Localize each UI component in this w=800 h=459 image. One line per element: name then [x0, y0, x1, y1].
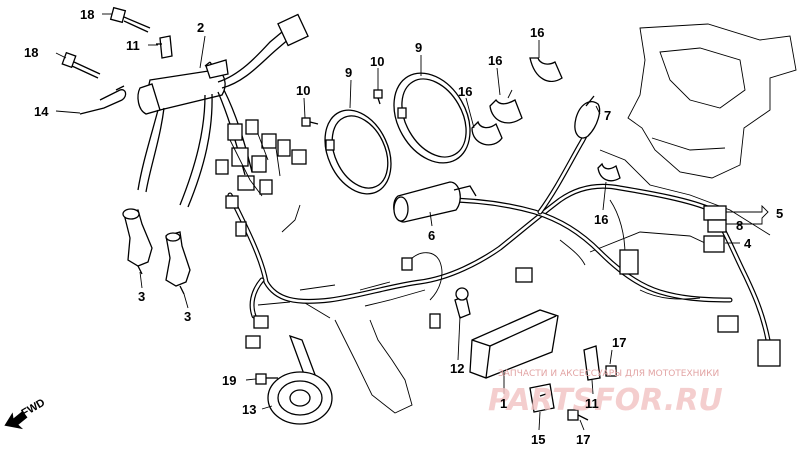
clip-16-lower — [471, 120, 503, 146]
bolt-18-left — [61, 51, 101, 79]
label-17-upper: 17 — [612, 335, 626, 350]
spark-plug-cap-right — [165, 231, 191, 295]
label-7: 7 — [604, 108, 611, 123]
label-11-lower: 11 — [585, 396, 599, 411]
watermark-brand: PARTSFOR.RU — [488, 383, 723, 418]
watermark-tagline: ЗАПЧАСТИ И АКСЕССУАРЫ ДЛЯ МОТОТЕХНИКИ — [498, 369, 719, 379]
fwd-arrow-icon — [4, 410, 28, 430]
label-3-right: 3 — [184, 309, 191, 324]
band-9-right — [393, 72, 471, 164]
connector-8-upper — [703, 205, 727, 233]
label-9-left: 9 — [345, 65, 352, 80]
spark-plug-cap-left — [122, 208, 153, 275]
label-8: 8 — [736, 218, 743, 233]
clip-16-top-right — [529, 57, 563, 82]
label-6: 6 — [428, 228, 435, 243]
connector-4 — [703, 235, 725, 253]
ignition-coil — [137, 13, 309, 208]
label-18-left: 18 — [24, 45, 38, 60]
clamp-14 — [79, 85, 127, 115]
label-4: 4 — [744, 236, 752, 251]
screw-17-lower — [567, 409, 589, 421]
label-13: 13 — [242, 402, 256, 417]
label-10-left: 10 — [296, 83, 310, 98]
clip-16-mid — [489, 89, 523, 124]
label-16-harness: 16 — [594, 212, 608, 227]
label-14: 14 — [34, 104, 49, 119]
clip-16-harness — [597, 162, 621, 182]
label-3-left: 3 — [138, 289, 145, 304]
label-17-lower: 17 — [576, 432, 590, 447]
band-9-left — [324, 109, 392, 195]
watermark: ЗАПЧАСТИ И АКСЕССУАРЫ ДЛЯ МОТОТЕХНИКИ PA… — [488, 369, 723, 418]
misc-small-parts — [245, 257, 441, 349]
label-15: 15 — [531, 432, 545, 447]
label-12: 12 — [450, 361, 464, 376]
label-16-mid: 16 — [488, 53, 502, 68]
main-wire-harness — [227, 107, 771, 343]
label-5: 5 — [776, 206, 783, 221]
label-18-top: 18 — [80, 7, 94, 22]
connector-right-lower — [515, 249, 781, 367]
label-16-top: 16 — [530, 25, 544, 40]
regulator-12 — [454, 287, 559, 379]
label-1: 1 — [500, 396, 507, 411]
clip-11-lower — [583, 345, 601, 381]
horn-13 — [267, 334, 333, 425]
label-11-top: 11 — [126, 38, 140, 53]
fwd-label: FWD — [20, 397, 48, 420]
label-10-right: 10 — [370, 54, 384, 69]
condenser-6 — [393, 181, 477, 223]
label-9-right: 9 — [415, 40, 422, 55]
label-16-lower: 16 — [458, 84, 472, 99]
screw-10-left — [301, 117, 319, 127]
connector-cluster — [215, 119, 307, 237]
label-2: 2 — [197, 20, 204, 35]
leader-lines — [55, 13, 769, 431]
part-labels: 18 2 11 18 14 10 9 10 9 16 16 16 7 6 16 … — [24, 7, 783, 447]
wire-clip-top — [156, 35, 173, 59]
sensor-7 — [574, 95, 601, 139]
bracket-15 — [529, 383, 555, 413]
fwd-indicator: FWD — [4, 397, 48, 430]
label-19: 19 — [222, 373, 236, 388]
screw-17-upper — [605, 365, 617, 377]
bolt-18-top — [109, 6, 151, 33]
screw-10-right — [373, 89, 383, 105]
